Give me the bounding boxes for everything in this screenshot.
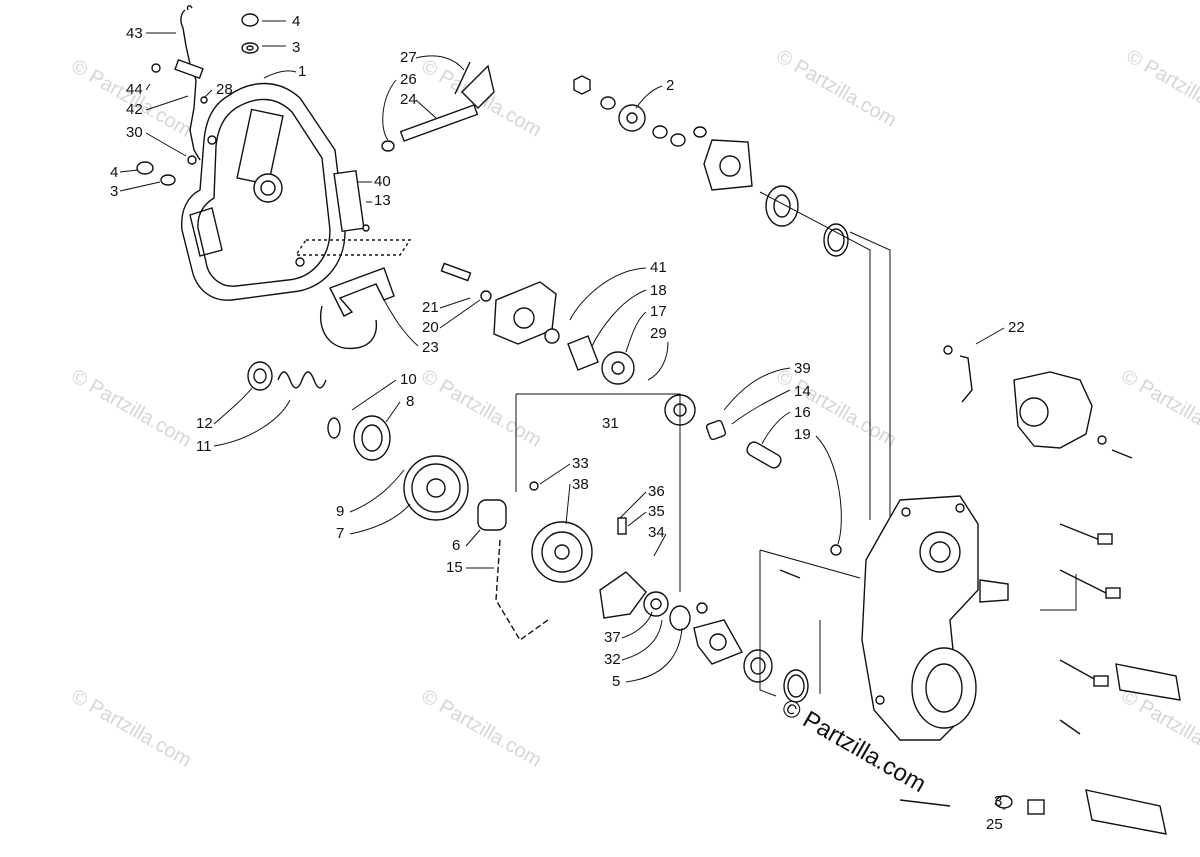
spring-clutch xyxy=(247,361,391,461)
callout-label: 8 xyxy=(406,393,414,410)
drive-sprocket xyxy=(403,455,507,531)
callout-label: 27 xyxy=(400,49,417,66)
callout-label: 19 xyxy=(794,426,811,443)
callout-leaders xyxy=(119,20,1005,810)
drive-chain xyxy=(495,539,549,642)
watermark: © Partzilla.com xyxy=(773,45,901,131)
cover-bracket xyxy=(294,169,412,256)
callout-label: 11 xyxy=(196,438,212,455)
callout-label: 28 xyxy=(216,81,233,98)
callout-label: 4 xyxy=(292,13,300,30)
callout-label: 21 xyxy=(422,299,439,316)
callout-label: 12 xyxy=(196,415,213,432)
watermark: © Partzilla.com xyxy=(418,685,546,771)
callout-label: 1 xyxy=(298,63,306,80)
watermark: © Partzilla.com xyxy=(1118,365,1200,451)
lower-bearing xyxy=(693,602,809,703)
callout-label: 36 xyxy=(648,483,665,500)
callout-label: 40 xyxy=(374,173,391,190)
callout-label: 6 xyxy=(452,537,460,554)
watermark: © Partzilla.com xyxy=(418,365,546,451)
callout-label: 24 xyxy=(400,91,417,108)
callout-label: 4 xyxy=(110,164,118,181)
callout-label: 3 xyxy=(292,39,300,56)
callout-label: 3 xyxy=(110,183,118,200)
watermark: © Partzilla.com xyxy=(68,685,196,771)
callout-label: 5 xyxy=(612,673,620,690)
cover-latch xyxy=(320,267,395,350)
callout-label: 14 xyxy=(794,383,811,400)
watermark: © Partzilla.com xyxy=(1123,45,1200,131)
callout-label: 35 xyxy=(648,503,665,520)
callout-label: 26 xyxy=(400,71,417,88)
watermark: © Partzilla.com xyxy=(773,365,901,451)
group-leader-lines xyxy=(515,393,1077,697)
top-right-bracket xyxy=(943,345,1133,459)
callout-label: 3 xyxy=(994,793,1002,810)
callout-label: 13 xyxy=(374,192,391,209)
callout-label: 16 xyxy=(794,404,811,421)
callout-label: 9 xyxy=(336,503,344,520)
output-shafts xyxy=(1085,663,1181,835)
callout-label: 38 xyxy=(572,476,589,493)
callout-label: 34 xyxy=(648,524,665,541)
chaincase-cover xyxy=(181,82,346,301)
center-housing xyxy=(440,262,557,345)
callout-label: 25 xyxy=(986,816,1003,833)
callout-label: 30 xyxy=(126,124,143,141)
callout-label: 41 xyxy=(650,259,667,276)
callout-label: 18 xyxy=(650,282,667,299)
housing-bolts xyxy=(779,523,1121,815)
callout-label: 10 xyxy=(400,371,417,388)
callout-label: 37 xyxy=(604,629,621,646)
callout-label: 39 xyxy=(794,360,811,377)
callout-label: 42 xyxy=(126,101,143,118)
brake-shaft xyxy=(381,61,495,152)
watermark: © Partzilla.com xyxy=(68,365,196,451)
cover-fasteners xyxy=(136,13,259,186)
callout-labels: 43 4 3 1 44 42 28 30 4 3 40 13 27 26 24 … xyxy=(110,13,1025,833)
callout-label: 32 xyxy=(604,651,621,668)
callout-label: 44 xyxy=(126,81,143,98)
callout-label: 33 xyxy=(572,455,589,472)
callout-label: 7 xyxy=(336,525,344,542)
callout-label: 29 xyxy=(650,325,667,342)
upper-shaft-parts xyxy=(573,75,891,520)
callout-label: 15 xyxy=(446,559,463,576)
callout-label: 20 xyxy=(422,319,439,336)
callout-label: 22 xyxy=(1008,319,1025,336)
jackshaft-gear xyxy=(529,481,691,631)
chaincase-housing xyxy=(861,495,1009,741)
callout-label: 31 xyxy=(602,415,619,432)
sensor-rod xyxy=(151,5,208,165)
watermark: © Partzilla.com xyxy=(1118,685,1200,771)
callout-label: 43 xyxy=(126,25,143,42)
callout-label: 23 xyxy=(422,339,439,356)
callout-label: 2 xyxy=(666,77,674,94)
callout-label: 17 xyxy=(650,303,667,320)
